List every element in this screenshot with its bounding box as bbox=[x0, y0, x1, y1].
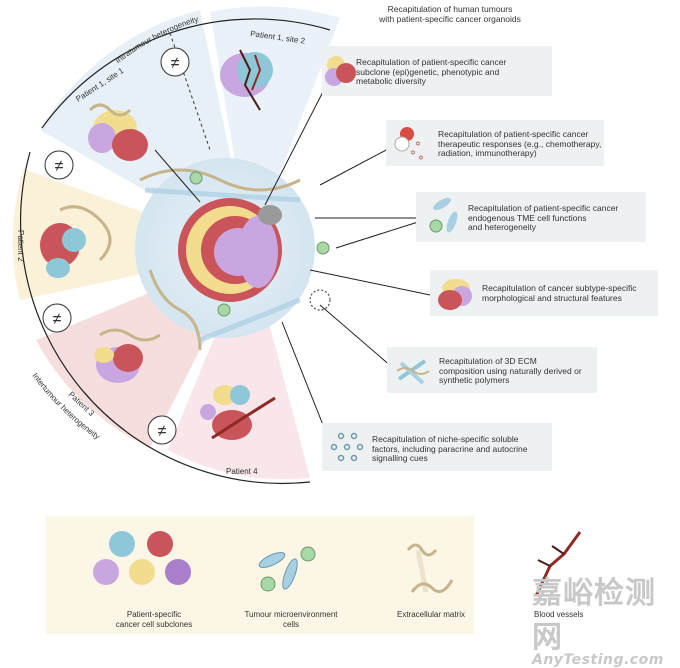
legend-icon-extracellular-matrix bbox=[406, 543, 454, 594]
segment-label-patient2: Patient 2 bbox=[16, 230, 25, 262]
organoid-patient1-site2 bbox=[220, 49, 273, 111]
legend-icon-blood-vessels bbox=[534, 531, 582, 597]
diagram-title: Recapitulation of human tumours with pat… bbox=[360, 4, 540, 24]
not-equal-icon: ≠ bbox=[42, 303, 72, 333]
legend: Patient-specific cancer cell subclones T… bbox=[46, 516, 474, 634]
svg-text:≠: ≠ bbox=[158, 423, 167, 440]
organoid-patient4 bbox=[200, 385, 276, 440]
legend-label-extracellular-matrix: Extracellular matrix bbox=[396, 610, 465, 619]
organoid-patient3 bbox=[94, 328, 161, 383]
organoid-diagram: Recapitulation of human tumours with pat… bbox=[12, 4, 663, 668]
legend-label-tme-cells: Tumour microenvironment cells bbox=[244, 610, 338, 629]
segment-label-patient4: Patient 4 bbox=[226, 467, 258, 476]
tumour-morphology-icon bbox=[438, 279, 472, 310]
svg-text:≠: ≠ bbox=[53, 311, 62, 328]
watermark-cn: 嘉峪检测网 bbox=[532, 576, 656, 655]
tme-cells-icon bbox=[429, 197, 458, 233]
sector-patient2 bbox=[12, 168, 250, 300]
watermark: 嘉峪检测网 AnyTesting.com bbox=[532, 568, 680, 668]
not-equal-icon: ≠ bbox=[44, 150, 74, 180]
soluble-factors-icon bbox=[330, 432, 364, 462]
svg-text:✡: ✡ bbox=[418, 154, 424, 162]
title-line-1: Recapitulation of human tumours bbox=[387, 4, 513, 14]
organoid-patient1-site1 bbox=[88, 103, 148, 161]
feature-box-therapeutic-responses: ✡✡✡ Recapitulation of patient-specific c… bbox=[386, 120, 604, 166]
watermark-en: AnyTesting.com bbox=[532, 652, 664, 668]
not-equal-icon: ≠ bbox=[160, 47, 190, 77]
feature-box-soluble-factors: Recapitulation of niche-specific soluble… bbox=[322, 423, 552, 471]
cancer-subclone-cluster-icon bbox=[325, 56, 356, 86]
feature-box-morphology: Recapitulation of cancer subtype-specifi… bbox=[430, 270, 658, 316]
sector-patient4 bbox=[168, 251, 310, 480]
feature-box-subclone-diversity: Recapitulation of patient-specific cance… bbox=[322, 46, 552, 96]
legend-icon-cancer-subclones bbox=[93, 531, 191, 585]
legend-label-blood-vessels: Blood vessels bbox=[534, 610, 584, 619]
organoid-patient2 bbox=[40, 205, 112, 278]
svg-text:≠: ≠ bbox=[171, 55, 180, 72]
not-equal-icon: ≠ bbox=[147, 415, 177, 445]
feature-box-ecm: Recapitulation of 3D ECM composition usi… bbox=[387, 347, 597, 393]
feature-box-tme-cells: Recapitulation of patient-specific cance… bbox=[416, 192, 646, 242]
legend-icon-tme-cells bbox=[258, 546, 316, 592]
central-organoid bbox=[135, 158, 331, 351]
heterogeneity-wheel: Intratumour heterogeneity Intertumour he… bbox=[12, 6, 436, 485]
legend-label-cancer-subclones: Patient-specific cancer cell subclones bbox=[115, 610, 193, 629]
svg-text:≠: ≠ bbox=[55, 158, 64, 175]
svg-text:✡: ✡ bbox=[415, 140, 421, 148]
connector-lines bbox=[154, 77, 436, 431]
svg-text:✡: ✡ bbox=[410, 149, 416, 157]
drug-capsule-icon: ✡✡✡ bbox=[394, 127, 424, 162]
ecm-fibres-icon bbox=[396, 359, 430, 385]
title-line-2: with patient-specific cancer organoids bbox=[379, 14, 521, 24]
